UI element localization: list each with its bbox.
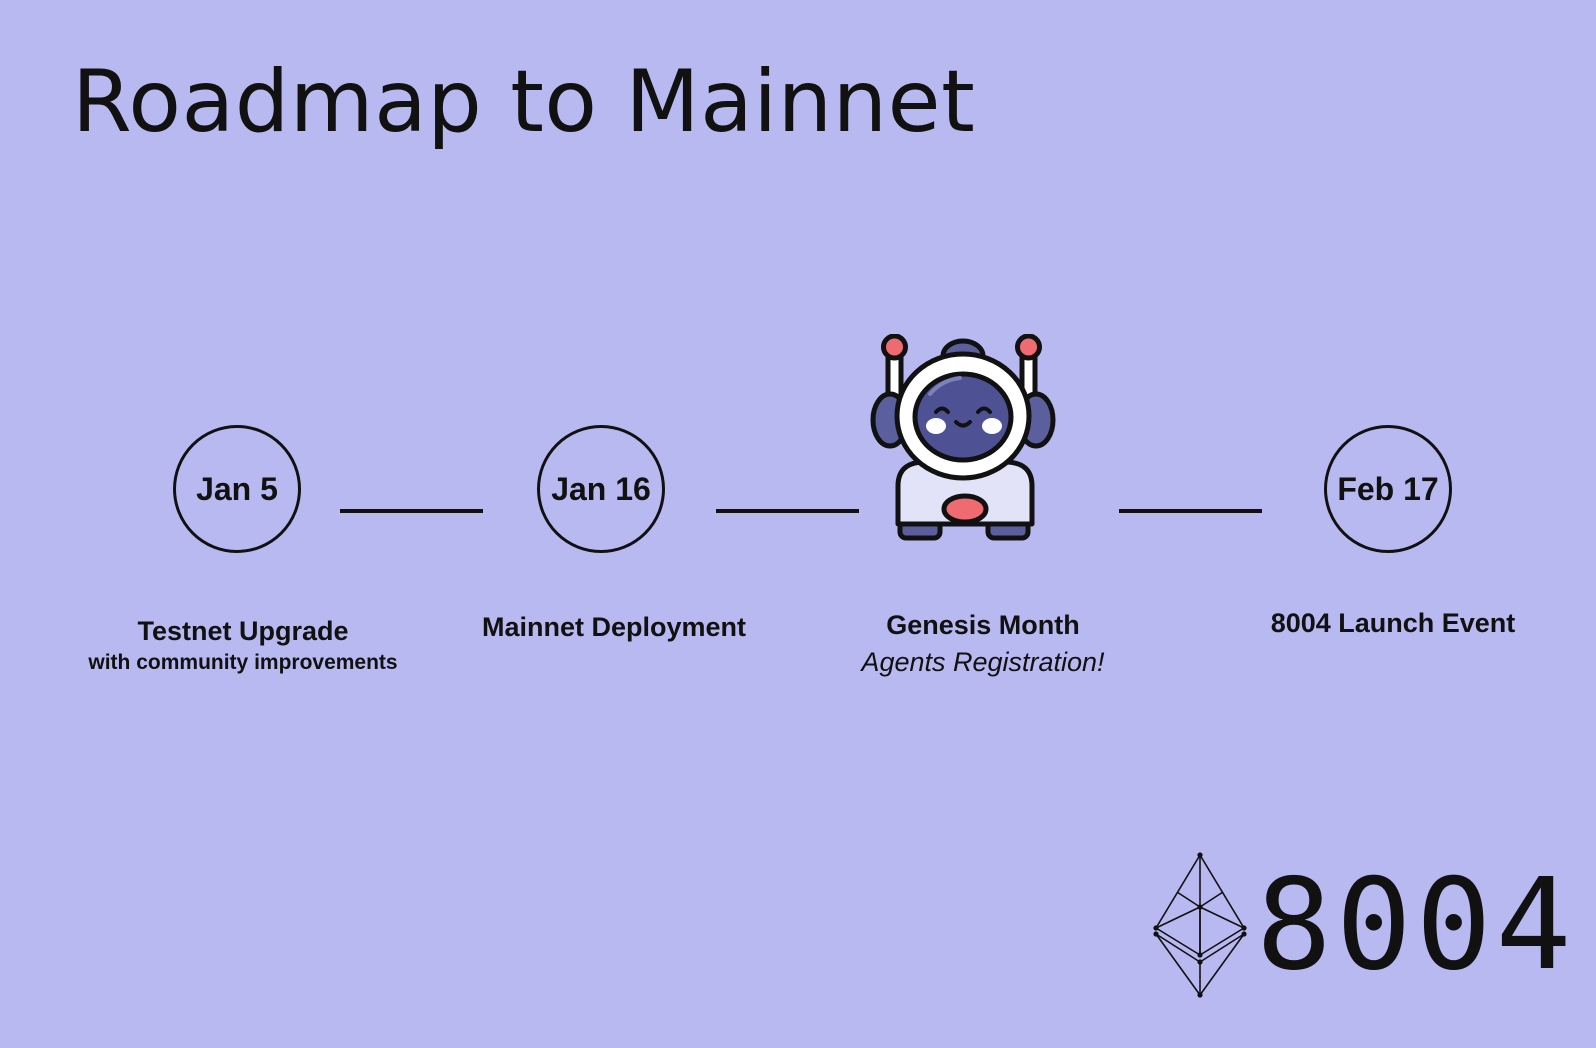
milestone-date-circle-jan-16: Jan 16 <box>537 425 665 553</box>
milestone-title: Testnet Upgrade <box>137 616 349 646</box>
page-title: Roadmap to Mainnet <box>72 52 976 152</box>
milestone-date: Jan 16 <box>551 470 651 507</box>
milestone-title: Mainnet Deployment <box>481 612 747 642</box>
ethereum-icon <box>1153 852 1247 998</box>
timeline-connector <box>340 509 483 513</box>
brand-wordmark: 8004 <box>1256 851 1576 998</box>
timeline-connector <box>716 509 859 513</box>
robot-astronaut-icon <box>870 334 1056 541</box>
milestone-date: Feb 17 <box>1337 470 1439 507</box>
milestone-date-circle-jan-5: Jan 5 <box>173 425 301 553</box>
milestone-date-circle-feb-17: Feb 17 <box>1324 425 1452 553</box>
milestone-subtitle: Agents Registration! <box>861 647 1105 677</box>
milestone-subtitle: with community improvements <box>88 651 398 674</box>
milestone-label-testnet-upgrade: Testnet Upgrade with community improveme… <box>88 614 397 678</box>
milestone-title: Genesis Month <box>886 610 1080 640</box>
milestone-label-8004-launch-event: 8004 Launch Event <box>1271 606 1516 640</box>
milestone-date: Jan 5 <box>196 470 278 507</box>
milestone-title: 8004 Launch Event <box>1270 608 1516 638</box>
milestone-label-mainnet-deployment: Mainnet Deployment <box>482 610 746 644</box>
milestone-label-genesis-month: Genesis Month Agents Registration! <box>861 608 1104 682</box>
timeline-connector <box>1119 509 1262 513</box>
